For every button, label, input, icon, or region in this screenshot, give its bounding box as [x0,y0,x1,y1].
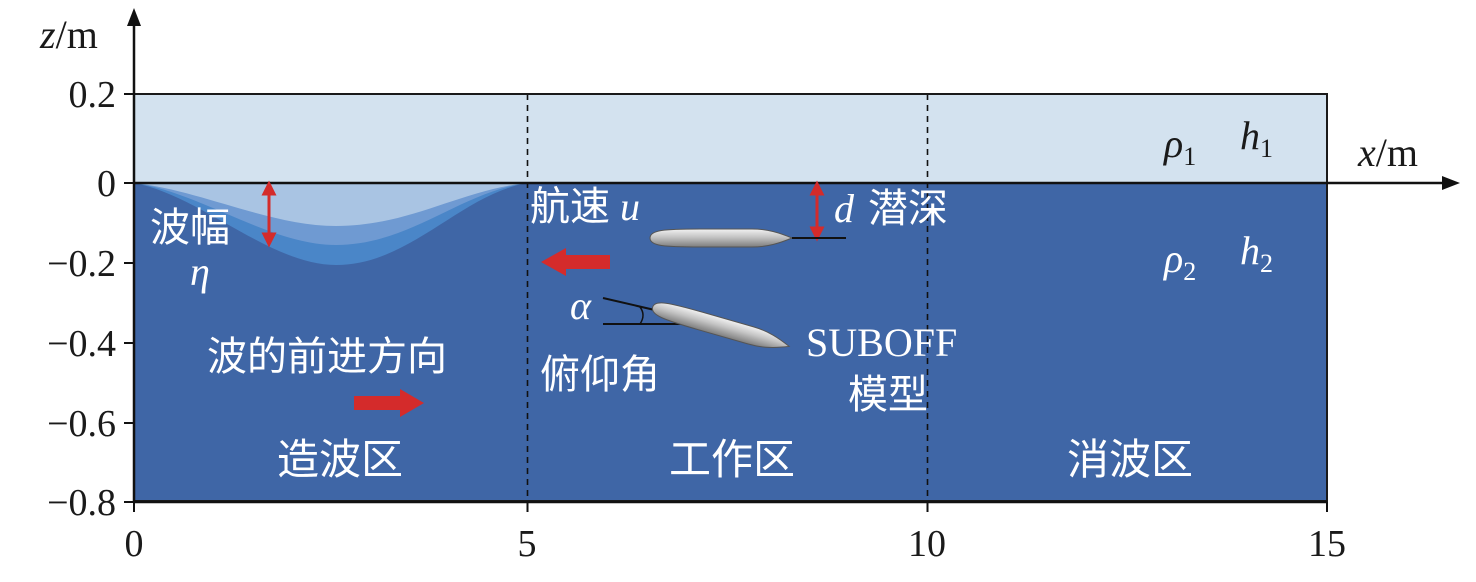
speed-arrow-icon [541,248,610,276]
x-tick-label: 0 [125,523,144,565]
pitch-angle-arc [639,306,644,325]
lower-layer-thickness: h2 [1240,228,1273,278]
wave-direction-label: 波的前进方向 [207,334,447,380]
z-axis-arrow-icon [127,8,141,26]
upper-layer-thickness: h1 [1240,113,1273,163]
z-axis-label: z/m [39,12,98,57]
x-axis-label: x/m [1357,130,1418,175]
x-tick-label: 10 [908,523,946,565]
wave-direction-arrow-icon [354,389,424,417]
z-tick-marks [124,93,134,503]
suboff-model-pitched [652,302,791,348]
wave-trough-light [134,183,527,226]
x-axis-arrow-icon [1442,176,1460,190]
upper-layer [134,94,1327,183]
z-tick-label: 0.2 [69,74,117,116]
angle-symbol: α [570,283,592,328]
z-tick-label: −0.8 [47,482,116,524]
pitch-label: 俯仰角 [540,352,660,398]
z-tick-label: 0 [97,163,116,205]
x-tick-label: 5 [518,523,537,565]
z-tick-label: −0.2 [47,243,116,285]
zone-label-working: 工作区 [669,435,795,484]
zone-label-wavemaking: 造波区 [277,435,403,484]
model-name-label: SUBOFF [806,320,957,365]
suboff-model-level [649,228,846,248]
depth-label: 潜深 [868,186,948,232]
zone-label-damping: 消波区 [1067,435,1193,484]
lower-layer-density: ρ2 [1162,236,1196,286]
model-label: 模型 [848,372,928,418]
amplitude-symbol: η [190,249,210,294]
z-tick-label: −0.4 [47,323,116,365]
z-tick-label: −0.6 [47,403,116,445]
upper-layer-density: ρ1 [1162,121,1196,171]
amplitude-label: 波幅 [150,205,230,251]
x-tick-marks [133,502,1328,512]
x-tick-label: 15 [1308,523,1346,565]
depth-symbol: d [834,186,855,231]
